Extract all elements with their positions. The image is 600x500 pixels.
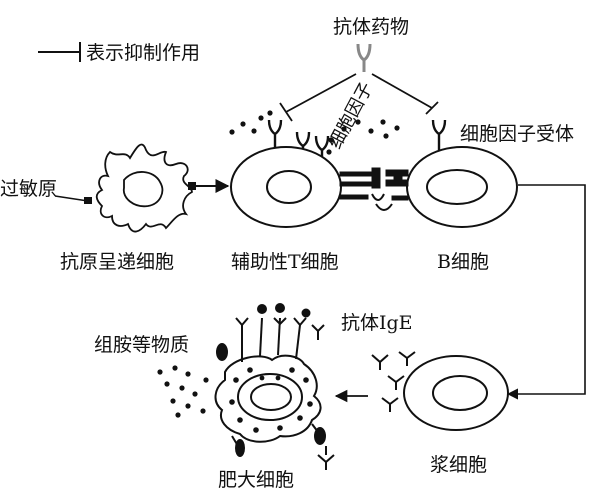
cytokine-dots (229, 110, 400, 155)
apc-label: 抗原呈递细胞 (60, 251, 174, 273)
mast-cell-granules (229, 367, 313, 433)
tb-synapse (339, 167, 409, 211)
mast-cell-label: 肥大细胞 (218, 469, 294, 491)
allergen-pointer (54, 195, 89, 202)
b-cell (406, 146, 518, 228)
legend: 表示抑制作用 (38, 42, 200, 64)
antibody-drug-label: 抗体药物 (333, 16, 409, 38)
plasma-cell-label: 浆细胞 (430, 454, 487, 476)
helper-t-cell (230, 146, 342, 228)
mast-cell (214, 354, 322, 443)
plasma-cell (403, 355, 509, 431)
allergen-label: 过敏原 (0, 178, 57, 200)
histamine-dots (157, 365, 209, 418)
antigen-presenting-cell (95, 143, 193, 233)
b-cell-receptor (431, 119, 447, 150)
antibody-drug-icon (356, 43, 372, 72)
apc-antigen-marker (188, 182, 196, 190)
b-to-plasma-arrow (506, 184, 586, 400)
legend-text: 表示抑制作用 (86, 42, 200, 64)
ige-antibodies (371, 351, 416, 412)
allergen-particle (84, 197, 92, 204)
b-cell-label: B细胞 (437, 251, 489, 273)
mast-cell-ige-receptors (216, 303, 335, 470)
cytokine-receptor-label: 细胞因子受体 (460, 123, 574, 145)
antibody-ige-label: 抗体IgE (341, 312, 413, 334)
histamine-label: 组胺等物质 (94, 334, 189, 356)
helper-t-label: 辅助性T细胞 (231, 251, 339, 273)
inhibition-lines (279, 73, 439, 122)
